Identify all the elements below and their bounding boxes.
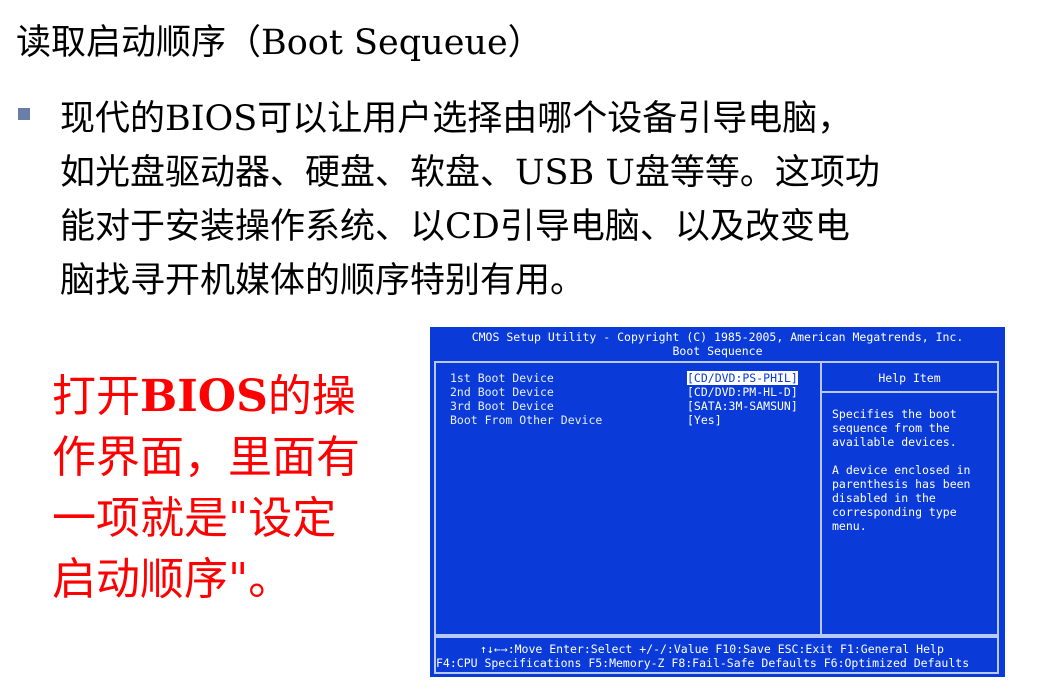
- bios-footer-line: F4:CPU Specifications F5:Memory-Z F8:Fai…: [436, 656, 970, 670]
- bios-footer-line: ↑↓←→:Move Enter:Select +/-/:Value F10:Sa…: [480, 642, 944, 656]
- bios-option-value[interactable]: [CD/DVD:PM-HL-D]: [687, 385, 798, 399]
- bios-options-list: 1st Boot Device [CD/DVD:PS-PHIL] 2nd Boo…: [450, 371, 810, 427]
- slide-title: 读取启动顺序（Boot Sequeue）: [16, 23, 543, 63]
- bullet-line: 能对于安装操作系统、以CD引导电脑、以及改变电: [60, 207, 850, 247]
- bios-key-legend: ↑↓←→:Move Enter:Select +/-/:Value F10:Sa…: [434, 636, 999, 674]
- bios-option-label: 3rd Boot Device: [450, 399, 554, 413]
- callout-bold: BIOS: [140, 371, 268, 422]
- bios-option-row[interactable]: 1st Boot Device [CD/DVD:PS-PHIL]: [450, 371, 810, 385]
- callout-line-4: 启动顺序"。: [52, 554, 293, 605]
- bullet-line: 现代的BIOS可以让用户选择由哪个设备引导电脑，: [60, 99, 853, 139]
- bios-main-frame: 1st Boot Device [CD/DVD:PS-PHIL] 2nd Boo…: [434, 361, 999, 636]
- bios-option-label: 1st Boot Device: [450, 371, 554, 385]
- bullet-line: 如光盘驱动器、硬盘、软盘、USB U盘等等。这项功: [60, 153, 880, 193]
- bios-help-text: A device enclosed in parenthesis has bee…: [832, 463, 971, 533]
- bios-option-row[interactable]: 3rd Boot Device [SATA:3M-SAMSUN]: [450, 399, 810, 413]
- callout-prefix: 打开: [52, 371, 140, 422]
- bios-option-value[interactable]: [SATA:3M-SAMSUN]: [687, 399, 798, 413]
- callout-line-1: 打开BIOS的操: [52, 366, 412, 427]
- bullet-paragraph: 现代的BIOS可以让用户选择由哪个设备引导电脑， 如光盘驱动器、硬盘、软盘、US…: [18, 92, 1048, 308]
- bios-copyright: CMOS Setup Utility - Copyright (C) 1985-…: [471, 330, 964, 344]
- callout-line-3: 一项就是"设定: [52, 493, 337, 544]
- bios-page-title: Boot Sequence: [672, 344, 763, 358]
- bios-help-divider: [822, 391, 997, 393]
- callout-line-2: 作界面，里面有: [52, 432, 360, 483]
- bios-option-value[interactable]: [CD/DVD:PS-PHIL]: [687, 371, 798, 385]
- bullet-line: 脑找寻开机媒体的顺序特别有用。: [60, 261, 586, 301]
- bios-header: CMOS Setup Utility - Copyright (C) 1985-…: [430, 327, 1005, 358]
- red-callout-text: 打开BIOS的操 作界面，里面有 一项就是"设定 启动顺序"。: [52, 366, 412, 610]
- bios-option-label: 2nd Boot Device: [450, 385, 554, 399]
- bios-divider: [820, 363, 822, 634]
- bios-help-title: Help Item: [878, 371, 941, 385]
- bios-screenshot: CMOS Setup Utility - Copyright (C) 1985-…: [430, 327, 1005, 677]
- square-bullet-icon: [18, 108, 30, 120]
- bios-option-label: Boot From Other Device: [450, 413, 603, 427]
- bullet-text: 现代的BIOS可以让用户选择由哪个设备引导电脑， 如光盘驱动器、硬盘、软盘、US…: [60, 92, 1048, 308]
- bios-option-value[interactable]: [Yes]: [687, 413, 722, 427]
- bios-help-body: Specifies the boot sequence from the ava…: [832, 407, 992, 547]
- bios-option-row[interactable]: Boot From Other Device [Yes]: [450, 413, 810, 427]
- bios-help-text: Specifies the boot sequence from the ava…: [832, 407, 957, 449]
- callout-suffix: 的操: [267, 371, 356, 422]
- bios-option-row[interactable]: 2nd Boot Device [CD/DVD:PM-HL-D]: [450, 385, 810, 399]
